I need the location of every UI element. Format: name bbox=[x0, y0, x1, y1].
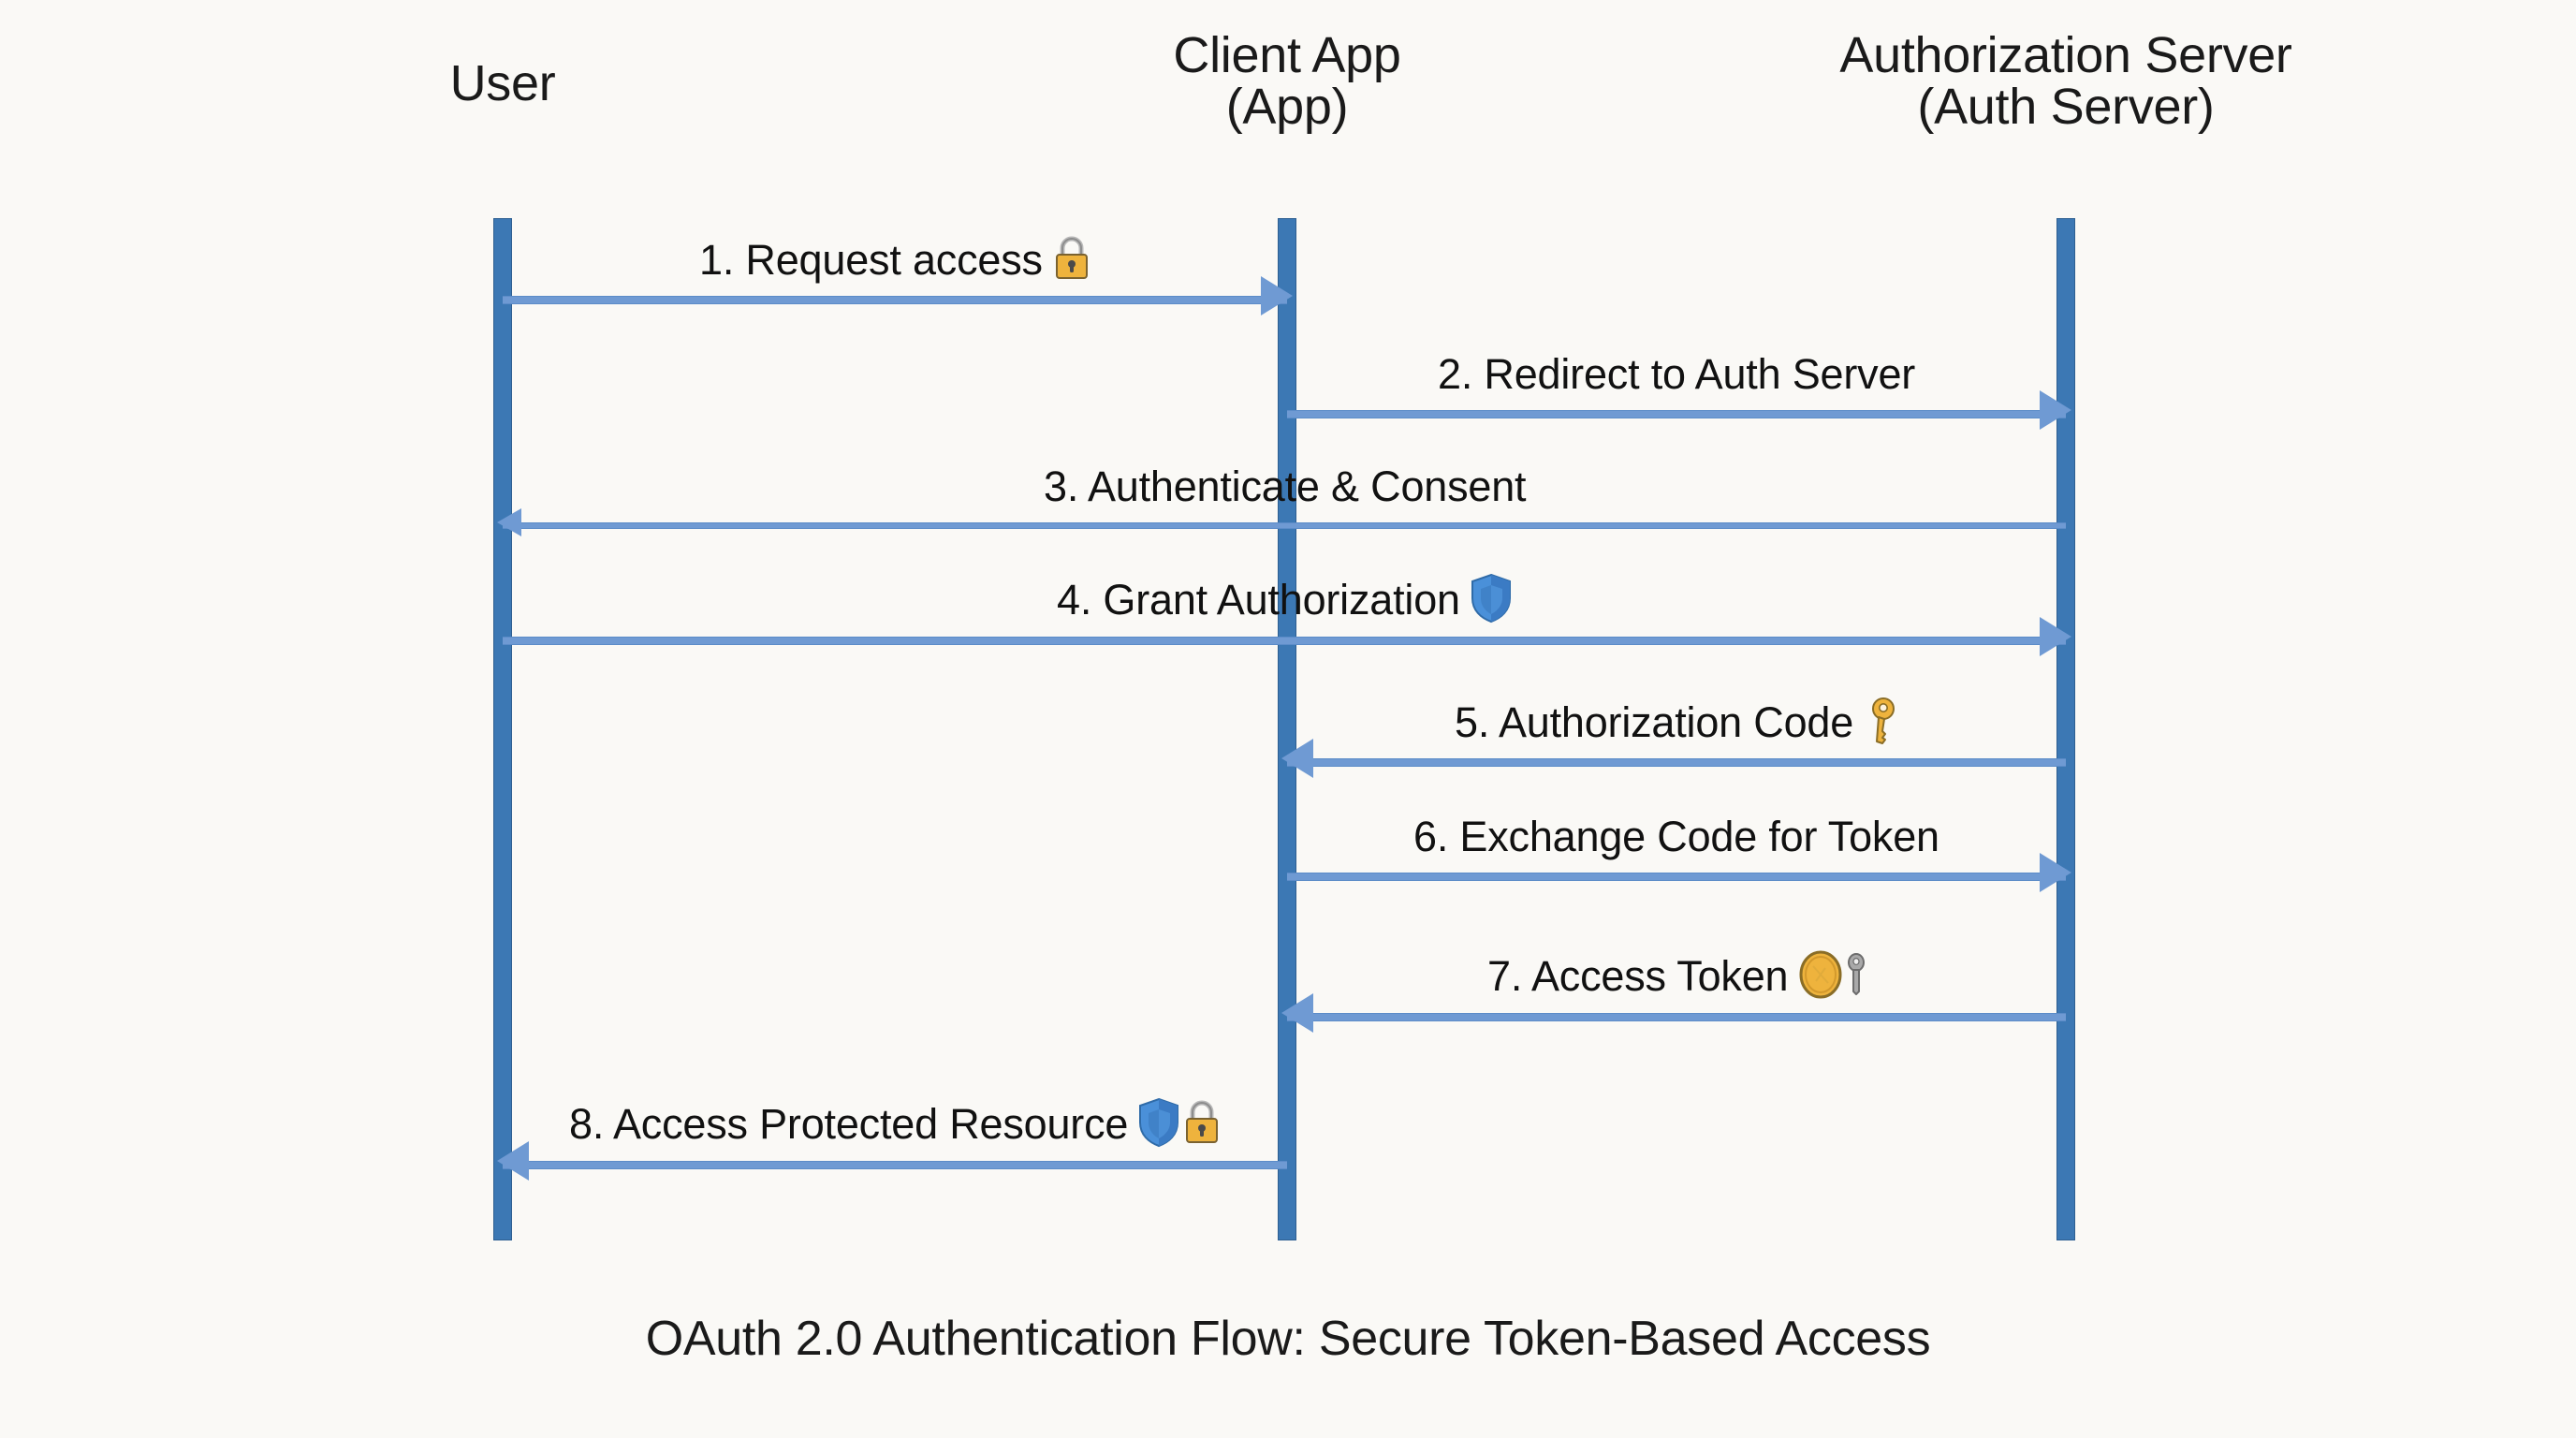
message-label-wrapper: 5. Authorization Code bbox=[1455, 697, 1898, 747]
message-label: 8. Access Protected Resource bbox=[569, 1100, 1129, 1148]
message-line bbox=[1287, 758, 2066, 767]
message-label: 5. Authorization Code bbox=[1455, 698, 1854, 746]
message-icons bbox=[1470, 573, 1513, 624]
participant-name: Client App bbox=[1173, 27, 1401, 83]
key-icon bbox=[1863, 697, 1898, 745]
arrowhead-right bbox=[2040, 617, 2071, 656]
message-label: 6. Exchange Code for Token bbox=[1413, 813, 1939, 860]
arrowhead-left bbox=[1281, 993, 1313, 1033]
participant-name: Authorization Server bbox=[1839, 27, 2292, 83]
participant-name: User bbox=[449, 55, 556, 111]
participant-label-auth_server: Authorization Server(Auth Server) bbox=[943, 27, 2576, 136]
participant-subtitle: (App) bbox=[1225, 79, 1349, 136]
participant-subtitle: (Auth Server) bbox=[1917, 79, 2215, 136]
message-line bbox=[503, 1161, 1287, 1169]
arrowhead-left bbox=[497, 1141, 529, 1181]
arrowhead-right bbox=[1261, 276, 1293, 315]
message-label: 4. Grant Authorization bbox=[1057, 576, 1460, 624]
message-line bbox=[1287, 1013, 2066, 1021]
lifeline-client_app bbox=[1278, 218, 1296, 1240]
message-line bbox=[1287, 873, 2066, 881]
message-label-wrapper: 7. Access Token bbox=[1487, 949, 1866, 1002]
message-line bbox=[503, 296, 1287, 304]
message-line bbox=[503, 637, 2066, 645]
participant-label-client_app: Client App(App) bbox=[164, 27, 2410, 136]
message-label-wrapper: 4. Grant Authorization bbox=[1057, 573, 1513, 625]
shield-icon bbox=[1137, 1097, 1180, 1148]
message-label: 7. Access Token bbox=[1487, 952, 1789, 1000]
arrowhead-left bbox=[497, 508, 521, 536]
message-label-wrapper: 2. Redirect to Auth Server bbox=[1438, 350, 1915, 399]
message-line bbox=[503, 522, 2066, 529]
message-line bbox=[1287, 410, 2066, 418]
lock-icon bbox=[1182, 1099, 1222, 1146]
message-label: 2. Redirect to Auth Server bbox=[1438, 350, 1916, 398]
arrowhead-left bbox=[1281, 739, 1313, 778]
message-icons bbox=[1137, 1097, 1222, 1148]
arrowhead-right bbox=[2040, 853, 2071, 892]
participant-label-user: User bbox=[0, 55, 1626, 111]
message-icons bbox=[1052, 235, 1091, 282]
small-key-icon bbox=[1846, 952, 1866, 997]
coin-icon bbox=[1797, 949, 1844, 1000]
message-label-wrapper: 3. Authenticate & Consent bbox=[1044, 462, 1527, 511]
message-label-wrapper: 8. Access Protected Resource bbox=[569, 1097, 1222, 1150]
message-icons bbox=[1863, 697, 1898, 745]
lifeline-auth_server bbox=[2056, 218, 2075, 1240]
diagram-caption: OAuth 2.0 Authentication Flow: Secure To… bbox=[645, 1312, 1931, 1366]
message-label-wrapper: 1. Request access bbox=[699, 236, 1091, 285]
shield-icon bbox=[1470, 573, 1513, 624]
message-label: 1. Request access bbox=[699, 236, 1043, 284]
lock-icon bbox=[1052, 235, 1091, 282]
message-label: 3. Authenticate & Consent bbox=[1044, 462, 1527, 510]
arrowhead-right bbox=[2040, 390, 2071, 430]
message-icons bbox=[1797, 949, 1866, 1000]
lifeline-user bbox=[493, 218, 512, 1240]
message-label-wrapper: 6. Exchange Code for Token bbox=[1413, 813, 1939, 861]
